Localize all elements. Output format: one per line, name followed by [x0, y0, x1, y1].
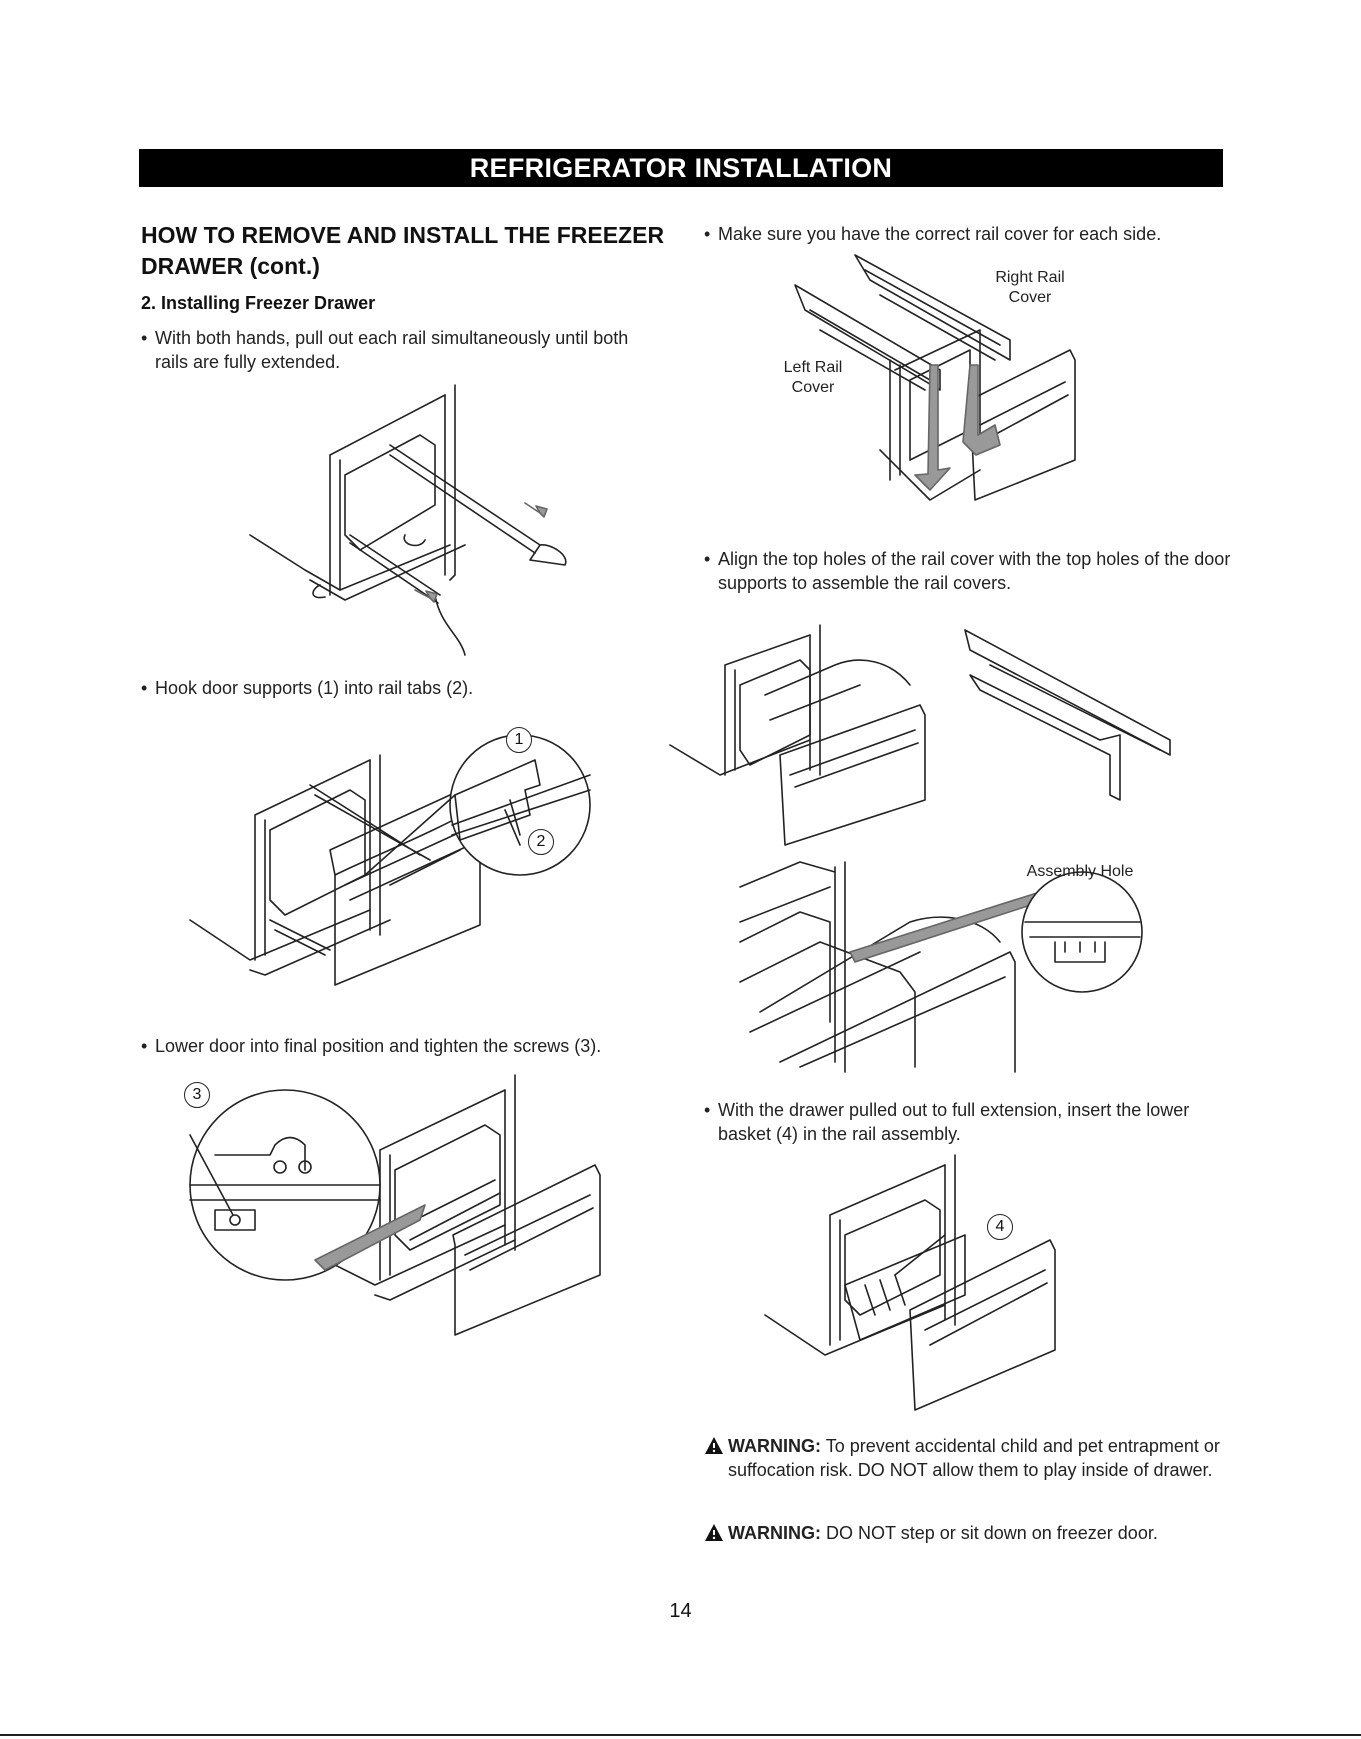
label-assembly-hole: Assembly Hole: [1026, 863, 1134, 880]
illustration-hook-door-supports: [189, 734, 591, 986]
callout-1: 1: [506, 727, 532, 753]
warning-label: WARNING:: [728, 1523, 821, 1543]
step-hook-door-supports: Hook door supports (1) into rail tabs (2…: [141, 676, 655, 700]
warning-label: WARNING:: [728, 1436, 821, 1456]
subsection-title: 2. Installing Freezer Drawer: [141, 293, 376, 313]
illustration-assembly-hole: [739, 861, 1143, 1073]
callout-2: 2: [528, 829, 554, 855]
section-title: HOW TO REMOVE AND INSTALL THE FREEZER DR…: [141, 222, 665, 279]
step-insert-lower-basket: With the drawer pulled out to full exten…: [704, 1098, 1238, 1146]
label-left-rail-cover: Left Rail Cover: [783, 359, 843, 396]
warning-icon: [705, 1524, 723, 1541]
section-banner: REFRIGERATOR INSTALLATION: [139, 149, 1223, 187]
illustration-align-holes: [669, 624, 1171, 846]
illustration-tighten-screws: [189, 1074, 601, 1336]
warning-text: To prevent accidental child and pet entr…: [728, 1436, 1220, 1480]
step-tighten-screws: Lower door into final position and tight…: [141, 1034, 675, 1058]
callout-4: 4: [987, 1214, 1013, 1240]
page-bottom-rule: [0, 1734, 1361, 1736]
page-number: 14: [669, 1600, 692, 1622]
warning-child-entrapment: WARNING: To prevent accidental child and…: [704, 1434, 1248, 1482]
illustration-rail-covers: [794, 254, 1076, 501]
warning-icon: [705, 1437, 723, 1454]
warning-text: DO NOT step or sit down on freezer door.: [826, 1523, 1158, 1543]
step-align-holes: Align the top holes of the rail cover wi…: [704, 547, 1238, 595]
step-pull-rails: With both hands, pull out each rail simu…: [141, 326, 655, 374]
step-check-rail-covers: Make sure you have the correct rail cove…: [704, 222, 1238, 246]
warning-step-sit: WARNING: DO NOT step or sit down on free…: [704, 1521, 1248, 1545]
illustration-pull-rails: [249, 384, 567, 656]
label-right-rail-cover: Right Rail Cover: [995, 269, 1065, 306]
illustration-insert-basket: [764, 1154, 1056, 1411]
callout-3: 3: [184, 1082, 210, 1108]
